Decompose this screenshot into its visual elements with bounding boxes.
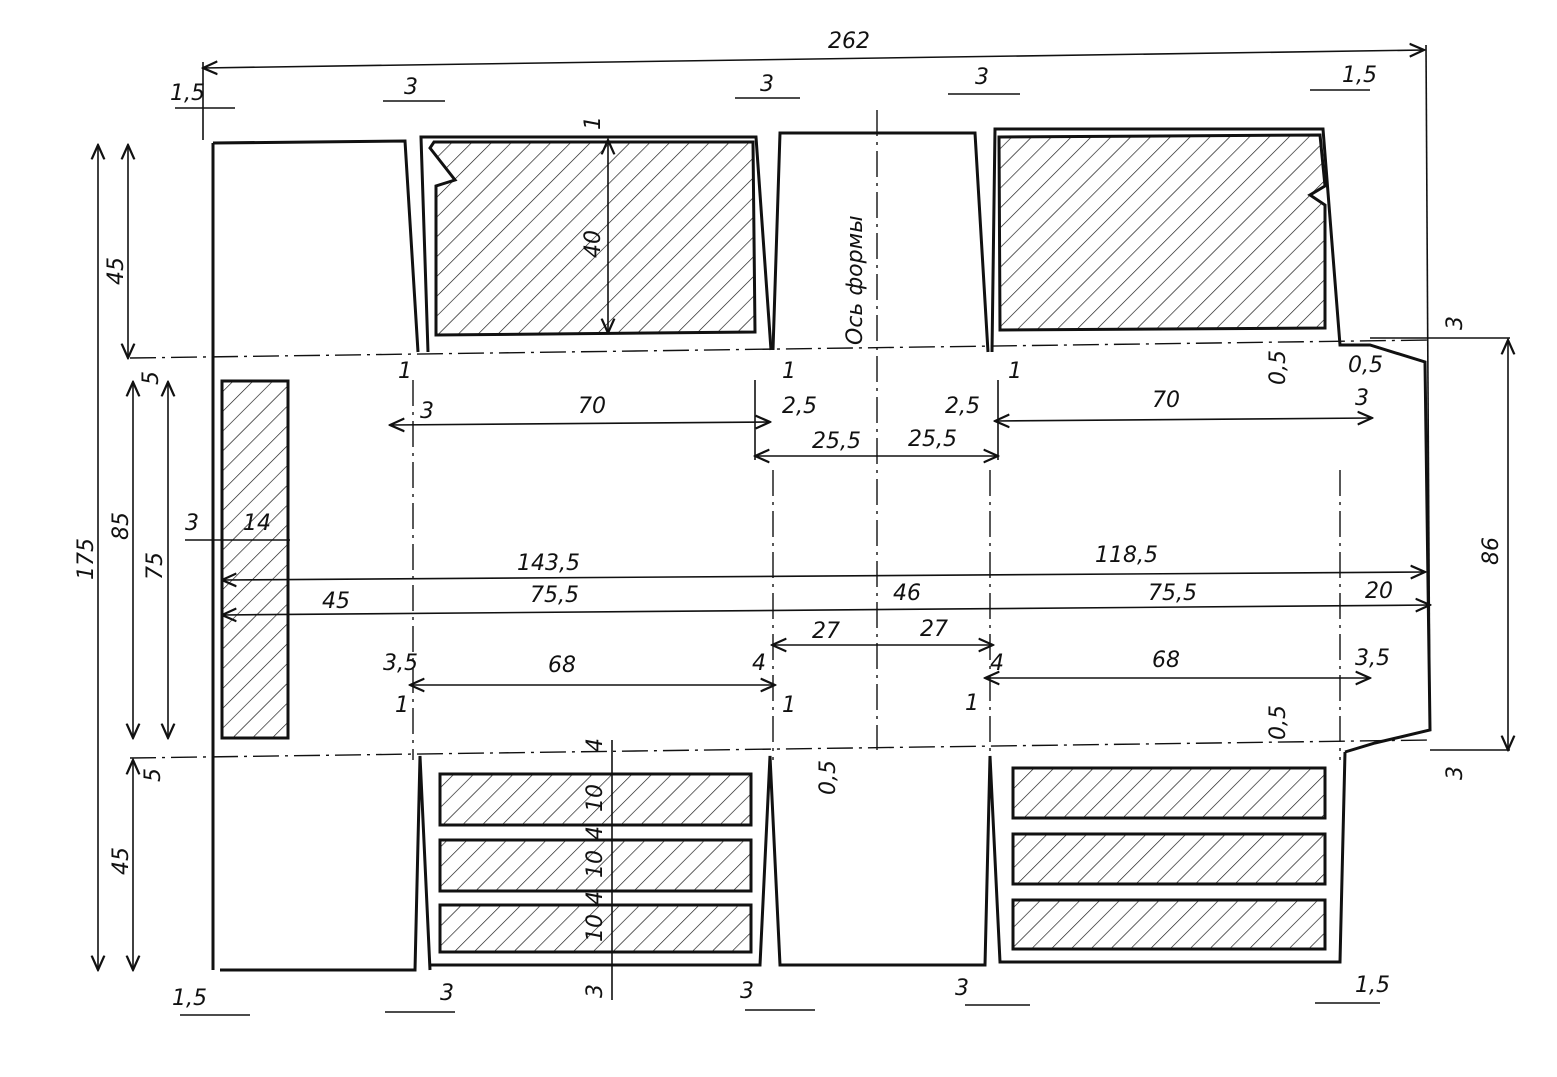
dim-stack-3: 3 [583, 984, 608, 998]
dim-stack-4-a: 4 [583, 738, 608, 752]
dim-gap-05-bottom-right: 0,5 [1266, 705, 1291, 740]
dim-right-top-3: 3 [1443, 316, 1468, 330]
dim-stack-4-b: 4 [583, 826, 608, 840]
dim-len-46: 46 [893, 581, 921, 606]
top-right-block [997, 133, 1327, 332]
dim-mid-offset-top: 5 [139, 371, 164, 385]
dim-top-left-height: 45 [104, 257, 129, 285]
dim-pocket-depth: 1 [581, 116, 606, 130]
dim-gap-b-top: 3 [760, 72, 774, 97]
dim-gap-1-b: 1 [782, 359, 796, 384]
dim-total-height: 175 [74, 538, 99, 580]
dim-left-gap-top: 1,5 [170, 81, 205, 106]
dim-right-gap-top: 1,5 [1342, 63, 1377, 88]
dim-mid-offset-bottom: 5 [141, 768, 166, 782]
dim-gap-1-d: 1 [395, 693, 409, 718]
dim-gap-35-right: 3,5 [1355, 646, 1390, 671]
dim-gap-1-c: 1 [1008, 359, 1022, 384]
dim-stack-10-b: 10 [583, 850, 608, 878]
dim-bottom-15-right: 1,5 [1355, 973, 1390, 998]
dim-width-68-right: 68 [1152, 648, 1180, 673]
dim-len-755-right: 75,5 [1148, 581, 1197, 606]
dim-width-70-right: 70 [1152, 388, 1180, 413]
dim-right-height: 86 [1479, 537, 1504, 565]
bottom-left-strip-3 [438, 903, 753, 954]
bottom-right-strip-2 [1011, 832, 1327, 886]
dim-half-255-left: 25,5 [812, 429, 861, 454]
dim-bottom-left-height: 45 [109, 847, 134, 875]
dim-len-20: 20 [1365, 579, 1393, 604]
dim-gap-3-a: 3 [420, 399, 434, 424]
dim-gap-1-f: 1 [965, 691, 979, 716]
axis-label: Ось формы [843, 215, 868, 345]
form-outline [211, 127, 1432, 972]
dim-total-width: 262 [828, 29, 870, 54]
dim-gap-3-d: 3 [1355, 386, 1369, 411]
dim-top-block-height: 40 [581, 230, 606, 258]
dim-stack-4-c: 4 [583, 891, 608, 905]
dim-gap-4-right: 4 [990, 651, 1004, 676]
dim-gap-05-bottom-left: 0,5 [816, 760, 841, 795]
dimension-labels: 262 1,5 3 3 3 1,5 1 40 Ось формы 45 175 … [74, 29, 1504, 1011]
dim-gap-1-a: 1 [398, 359, 412, 384]
side-block [220, 379, 290, 740]
dim-len-755-left: 75,5 [530, 583, 579, 608]
dim-gap-35-left: 3,5 [383, 651, 418, 676]
dim-mid-height: 85 [109, 512, 134, 540]
dim-gap-4-left: 4 [752, 651, 766, 676]
dim-right-bottom-3: 3 [1443, 766, 1468, 780]
dim-gap-25-c: 2,5 [945, 394, 980, 419]
dim-bottom-3-c: 3 [955, 976, 969, 1001]
dimension-lines [98, 45, 1510, 1016]
dim-len-1435: 143,5 [517, 551, 580, 576]
dim-gap-a-top: 3 [404, 75, 418, 100]
dim-bottom-15-left: 1,5 [172, 986, 207, 1011]
dim-stack-10-c: 10 [583, 914, 608, 942]
dim-gap-1-e: 1 [782, 693, 796, 718]
dim-width-70-left: 70 [578, 394, 606, 419]
dim-gap-25-b: 2,5 [782, 394, 817, 419]
top-left-block [428, 140, 757, 337]
dim-bottom-3-a: 3 [440, 981, 454, 1006]
bottom-right-strip-1 [1011, 766, 1327, 820]
dim-len-1185: 118,5 [1095, 543, 1158, 568]
bottom-left-strip-2 [438, 838, 753, 893]
dim-side-width: 14 [243, 511, 271, 536]
dim-half-27-right: 27 [920, 617, 948, 642]
dim-bottom-3-b: 3 [740, 979, 754, 1004]
dim-gap-c-top: 3 [975, 65, 989, 90]
dim-len-45: 45 [322, 589, 350, 614]
dim-side-gap: 3 [185, 511, 199, 536]
dim-gap-05-top: 0,5 [1266, 350, 1291, 385]
dim-stack-10-a: 10 [583, 784, 608, 812]
dim-gap-05-top2: 0,5 [1348, 353, 1383, 378]
dim-width-68-left: 68 [548, 653, 576, 678]
dim-inner-height: 75 [143, 552, 168, 580]
dim-half-255-right: 25,5 [908, 427, 957, 452]
hatched-blocks [220, 133, 1327, 954]
dim-half-27-left: 27 [812, 619, 840, 644]
bottom-left-strip-1 [438, 772, 753, 827]
bottom-right-strip-3 [1011, 898, 1327, 951]
